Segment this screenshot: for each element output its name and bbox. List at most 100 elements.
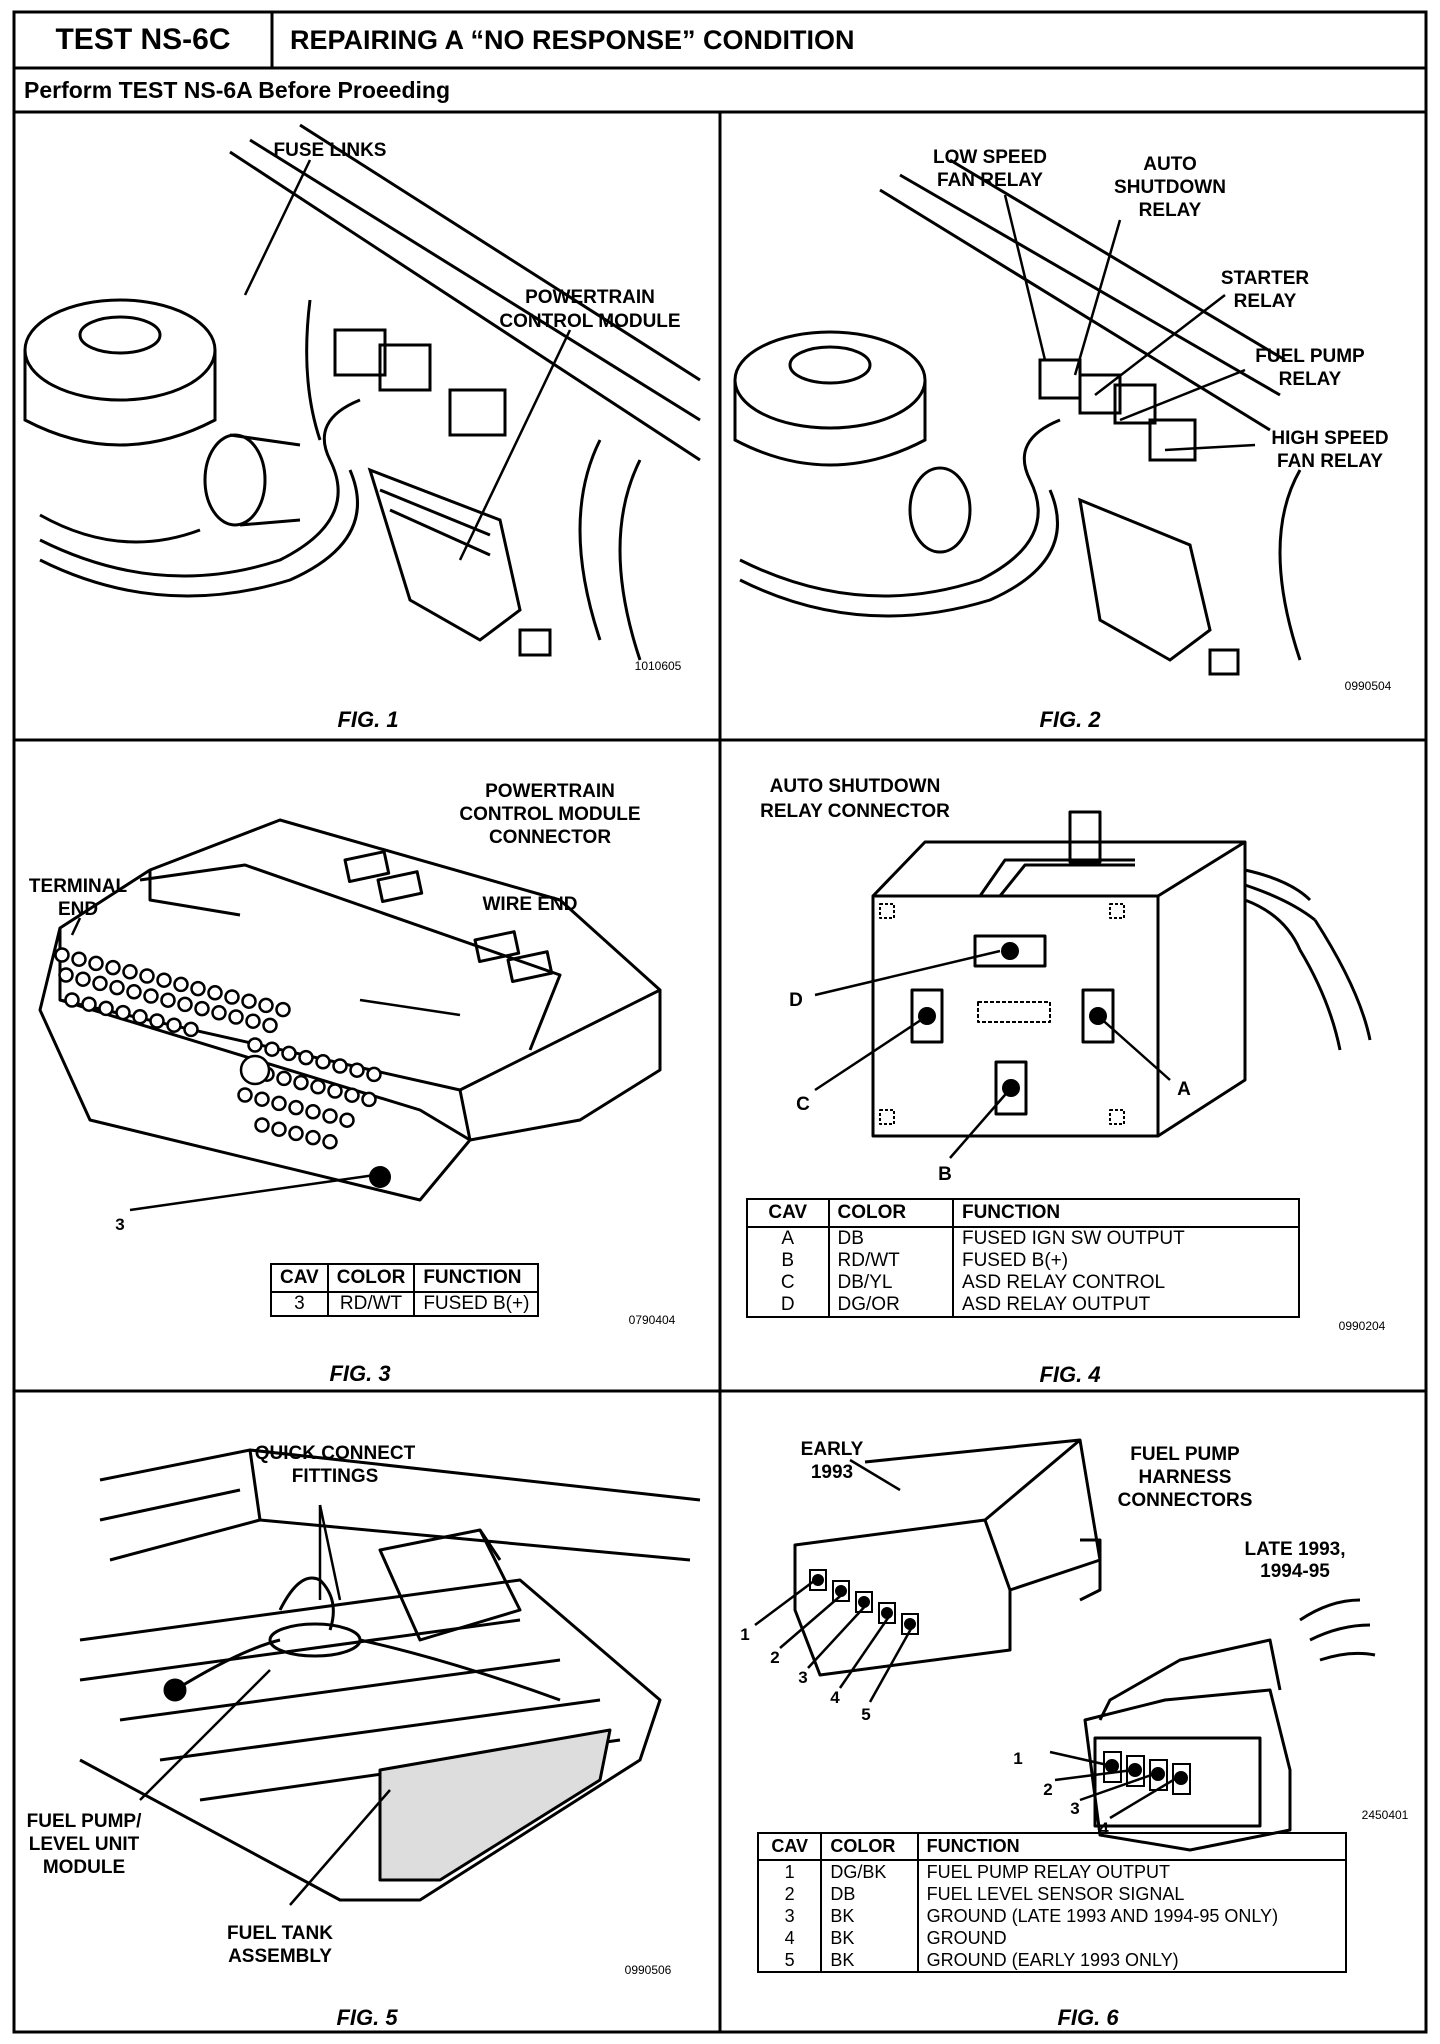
fig5-label-fp-1: FUEL PUMP/: [27, 1811, 142, 1832]
fig3-label-wire-end: WIRE END: [483, 894, 578, 915]
fig6-label-late-pin-4: 4: [1099, 1819, 1109, 1838]
early-connector-pin: [812, 1574, 824, 1586]
fig3-label-conn-2: CONTROL MODULE: [459, 804, 640, 825]
fig2-code: 0990504: [1345, 679, 1392, 693]
terminal-cavity: [166, 1017, 182, 1033]
terminal-cavity: [143, 988, 159, 1004]
fig1-label-pcm-2: CONTROL MODULE: [499, 311, 680, 332]
table-cell: BK: [820, 1927, 918, 1949]
fig6-label-harness-2: HARNESS: [1139, 1467, 1232, 1488]
terminal-cavity: [305, 1129, 321, 1146]
fig6-label-late-pin-3: 3: [1070, 1799, 1079, 1818]
table-cell: GROUND (EARLY 1993 ONLY): [916, 1949, 1346, 1972]
table-cell: ASD RELAY OUTPUT: [951, 1294, 1299, 1317]
fig6-label-harness-3: CONNECTORS: [1118, 1490, 1253, 1511]
terminal-cavity: [241, 993, 257, 1009]
fig1-code: 1010605: [635, 659, 682, 673]
table-cell: FUEL PUMP RELAY OUTPUT: [916, 1860, 1346, 1883]
fig2-label-starter-2: RELAY: [1234, 291, 1297, 312]
terminal-cavity: [71, 951, 87, 967]
table-cell: GROUND (LATE 1993 AND 1994-95 ONLY): [916, 1905, 1346, 1927]
page-title: REPAIRING A “NO RESPONSE” CONDITION: [290, 25, 855, 55]
asd-connector-face: [871, 894, 1160, 1138]
fig3-label-conn-1: POWERTRAIN: [485, 781, 615, 802]
table-cell: C: [780, 1272, 795, 1293]
table-header-cell: FUNCTION: [916, 1833, 1346, 1861]
fig2-label-asd-2: SHUTDOWN: [1114, 177, 1226, 198]
terminal-cavity: [81, 996, 97, 1012]
terminal-cavity: [349, 1062, 365, 1078]
fig6-label-early-pin-5: 5: [861, 1705, 870, 1724]
table-cell: BK: [820, 1949, 918, 1972]
terminal-cavity: [315, 1054, 331, 1070]
table-cell: FUSED B(+): [951, 1250, 1299, 1272]
table-cell: D: [780, 1294, 795, 1315]
fig4-label-title-2: RELAY CONNECTOR: [760, 801, 950, 822]
terminal-cavity: [126, 984, 142, 1000]
fig6-label-harness-1: FUEL PUMP: [1130, 1444, 1240, 1465]
terminal-cavity: [310, 1079, 326, 1095]
terminal-cavity: [245, 1013, 261, 1029]
table-cell: DB: [827, 1227, 953, 1250]
fig2-label-fuel-pump-1: FUEL PUMP: [1255, 346, 1365, 367]
terminal-cavity: [281, 1045, 297, 1062]
terminal-cavity: [177, 996, 193, 1013]
terminal-cavity: [264, 1041, 280, 1057]
table-header-cell: CAV: [758, 1833, 822, 1861]
fig5-label-tank-1: FUEL TANK: [227, 1923, 333, 1944]
table-cell: 2: [784, 1884, 795, 1904]
fig1-caption: FIG. 1: [337, 707, 398, 732]
terminal-cavity: [98, 1000, 114, 1017]
terminal-cavity: [115, 1004, 131, 1021]
fig5-label-tank-2: ASSEMBLY: [228, 1946, 332, 1967]
fig2-label-high-speed-2: FAN RELAY: [1277, 451, 1383, 472]
fig5-caption: FIG. 5: [336, 2005, 398, 2030]
terminal-cavity: [75, 971, 91, 987]
fig3-label-terminal-2: END: [58, 899, 98, 920]
fig1-label-pcm-1: POWERTRAIN: [525, 287, 655, 308]
fig5-label-fp-3: MODULE: [43, 1857, 125, 1878]
terminal-cavity: [271, 1095, 287, 1112]
fig6-label-early-pin-1: 1: [740, 1625, 749, 1644]
table-cell: 3: [294, 1293, 305, 1314]
terminal-cavity: [207, 985, 223, 1001]
cavity-d: [1001, 942, 1019, 960]
terminal-cavity: [271, 1121, 287, 1137]
fig3-label-conn-3: CONNECTOR: [489, 827, 611, 848]
table-cell: DB/YL: [827, 1272, 953, 1294]
table-cell: FUSED B(+): [413, 1292, 539, 1316]
table-cell: FUSED IGN SW OUTPUT: [951, 1227, 1299, 1250]
terminal-cavity: [228, 1009, 244, 1025]
table-cell: 3: [784, 1906, 795, 1926]
fig6-label-late-1: LATE 1993,: [1244, 1539, 1345, 1560]
terminal-cavity: [149, 1013, 165, 1029]
fig2-label-low-speed-1: LOW SPEED: [933, 147, 1047, 168]
fig4-label-a: A: [1177, 1079, 1191, 1100]
table-header-cell: COLOR: [820, 1833, 918, 1861]
fig5-label-qc-2: FITTINGS: [292, 1466, 379, 1487]
terminal-cavity: [122, 964, 138, 980]
table-header-cell: COLOR: [827, 1199, 953, 1228]
fig6-late-cavities: [1103, 1751, 1191, 1795]
terminal-cavity: [105, 959, 121, 976]
terminal-cavity: [183, 1021, 199, 1038]
fig2-label-fuel-pump-2: RELAY: [1279, 369, 1342, 390]
table-header-cell: FUNCTION: [951, 1199, 1299, 1228]
terminal-cavity: [275, 1001, 291, 1018]
terminal-cavity: [322, 1134, 338, 1150]
